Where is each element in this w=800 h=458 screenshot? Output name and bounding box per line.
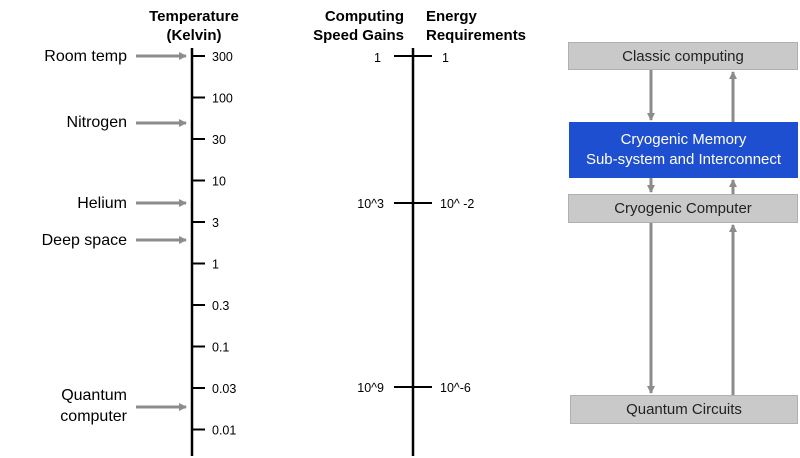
quantum-circuits-box: Quantum Circuits xyxy=(570,395,798,424)
temperature-tick-label: 3 xyxy=(212,216,219,230)
temperature-tick-label: 0.3 xyxy=(212,299,229,313)
cryogenic-computer-label: Cryogenic Computer xyxy=(614,200,752,217)
label-quantum-line2: computer xyxy=(60,408,127,425)
classic-computing-box: Classic computing xyxy=(568,42,798,70)
quantum-circuits-label: Quantum Circuits xyxy=(626,401,742,418)
temperature-tick-label: 100 xyxy=(212,92,233,106)
label-room-temp: Room temp xyxy=(44,48,127,65)
energy-label-3: 10^-6 xyxy=(440,381,471,395)
temperature-header-line1: Temperature xyxy=(149,8,239,25)
temperature-tick-label: 0.01 xyxy=(212,424,236,438)
temperature-tick-label: 1 xyxy=(212,258,219,272)
energy-label-1: 1 xyxy=(442,51,449,65)
cryogenic-memory-box: Cryogenic Memory Sub-system and Intercon… xyxy=(569,122,798,178)
label-deep-space: Deep space xyxy=(42,232,127,249)
gains-label-1: 1 xyxy=(374,51,381,65)
energy-header-line2: Requirements xyxy=(426,27,526,44)
cryogenic-computer-box: Cryogenic Computer xyxy=(568,194,798,223)
temperature-header-line2: (Kelvin) xyxy=(166,27,221,44)
temperature-tick-label: 0.03 xyxy=(212,382,236,396)
label-helium: Helium xyxy=(77,195,127,212)
label-quantum-line1: Quantum xyxy=(61,387,127,404)
energy-label-2: 10^ -2 xyxy=(440,197,474,211)
cryogenic-memory-label-line2: Sub-system and Interconnect xyxy=(585,151,782,168)
temperature-tick-label: 0.1 xyxy=(212,341,229,355)
gains-header-line2: Speed Gains xyxy=(313,27,404,44)
temperature-tick-label: 300 xyxy=(212,50,233,64)
energy-header-line1: Energy xyxy=(426,8,478,25)
label-nitrogen: Nitrogen xyxy=(67,114,127,131)
classic-computing-label: Classic computing xyxy=(622,47,744,65)
gains-header-line1: Computing xyxy=(325,8,404,25)
temperature-ticks: 300 100 30 10 3 1 0.3 0.1 0.03 0.01 xyxy=(192,50,236,438)
gains-label-3: 10^9 xyxy=(357,381,384,395)
gains-label-2: 10^3 xyxy=(357,197,384,211)
temperature-tick-label: 30 xyxy=(212,133,226,147)
temperature-tick-label: 10 xyxy=(212,175,226,189)
cryogenic-memory-label-line1: Cryogenic Memory xyxy=(620,131,747,148)
